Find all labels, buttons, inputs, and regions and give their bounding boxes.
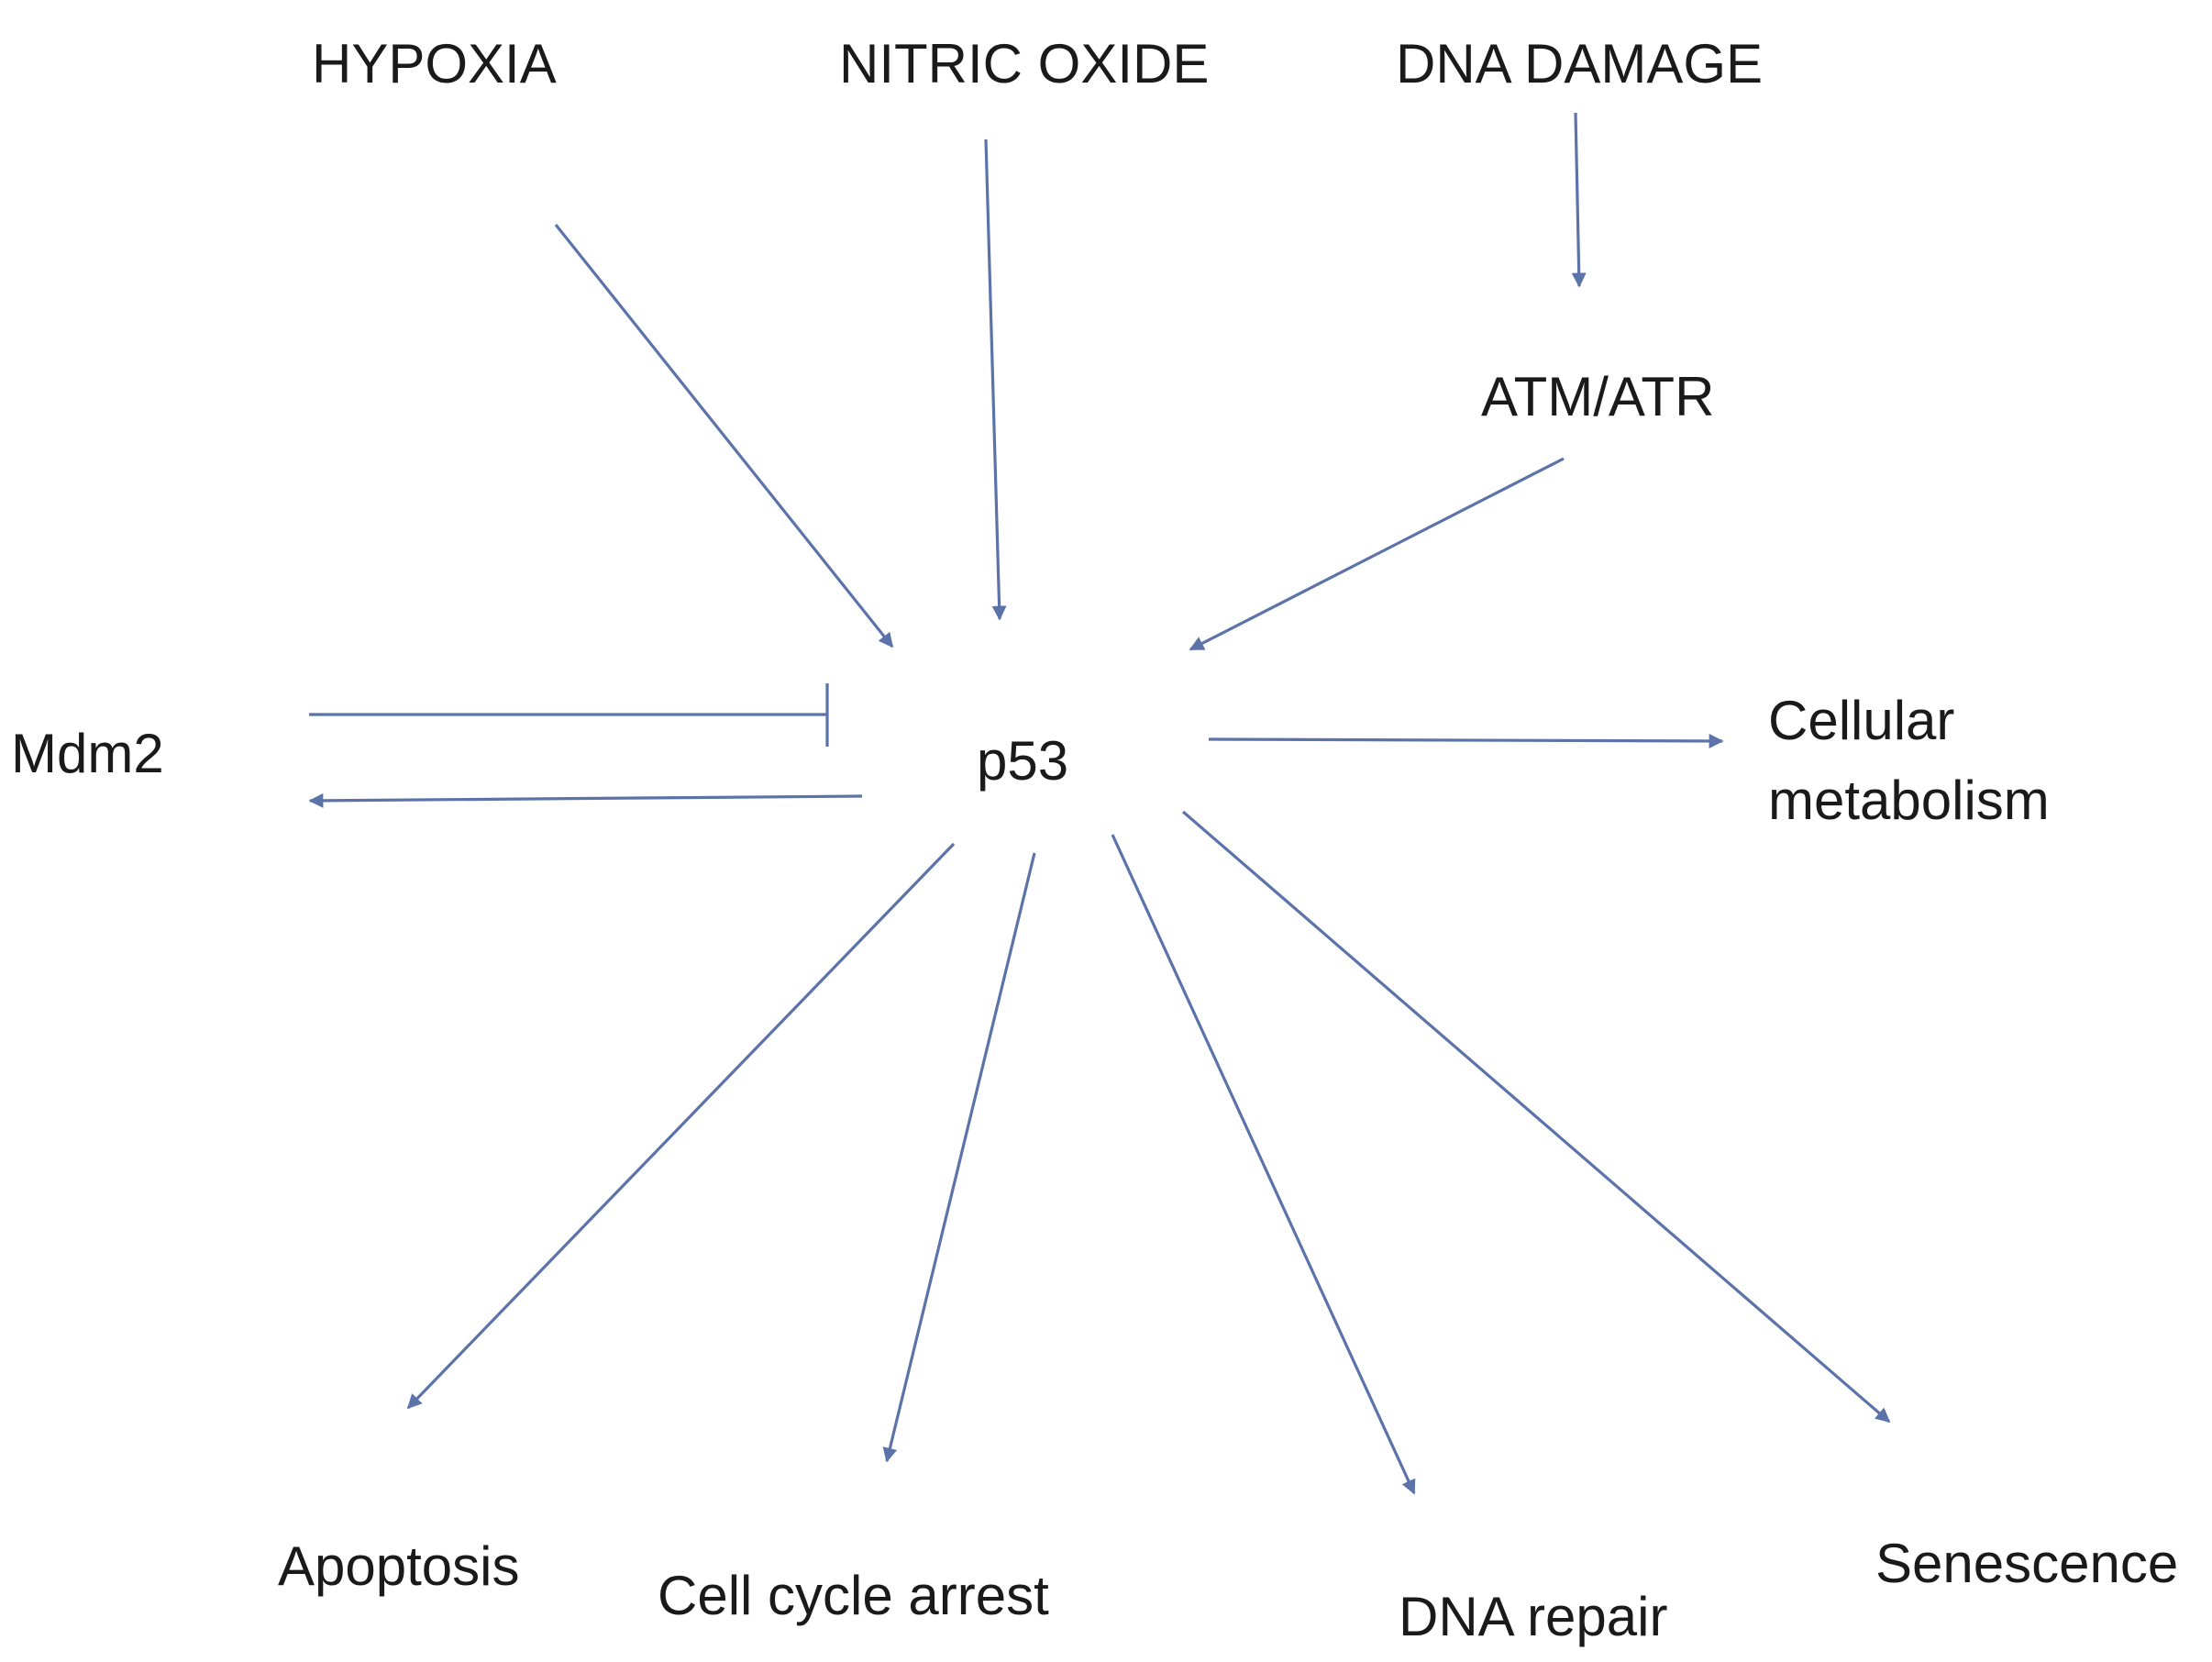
node-apoptosis: Apoptosis — [278, 1535, 520, 1597]
arrow-dna-damage-to-atm-atr — [1571, 112, 1587, 288]
node-atm-atr: ATM/ATR — [1481, 366, 1714, 427]
node-dna-repair: DNA repair — [1399, 1586, 1667, 1647]
node-nitric-oxide: NITRIC OXIDE — [839, 33, 1209, 94]
arrow-hypoxia-to-p53 — [554, 224, 894, 648]
arrow-atm-atr-to-p53 — [1189, 457, 1565, 651]
node-cellular-metabolism-line2: metabolism — [1768, 770, 2050, 831]
arrow-nitric-oxide-to-p53 — [984, 138, 1007, 621]
node-mdm2: Mdm2 — [11, 723, 164, 784]
node-senescence: Senescence — [1875, 1533, 2178, 1594]
arrow-p53-to-mdm2 — [308, 792, 863, 808]
arrow-p53-to-dna-repair — [1111, 834, 1416, 1495]
arrow-p53-to-senescence — [1181, 810, 1891, 1424]
arrow-p53-to-apoptosis — [406, 842, 956, 1410]
node-p53: p53 — [977, 730, 1068, 792]
arrow-p53-to-cell-cycle-arrest — [882, 852, 1036, 1463]
node-hypoxia: HYPOXIA — [312, 33, 557, 94]
node-cellular-metabolism-line1: Cellular — [1768, 690, 1954, 751]
node-dna-damage: DNA DAMAGE — [1396, 33, 1763, 94]
arrow-p53-to-cellular-metabolism — [1208, 733, 1724, 748]
node-cell-cycle-arrest: Cell cycle arrest — [658, 1565, 1049, 1626]
